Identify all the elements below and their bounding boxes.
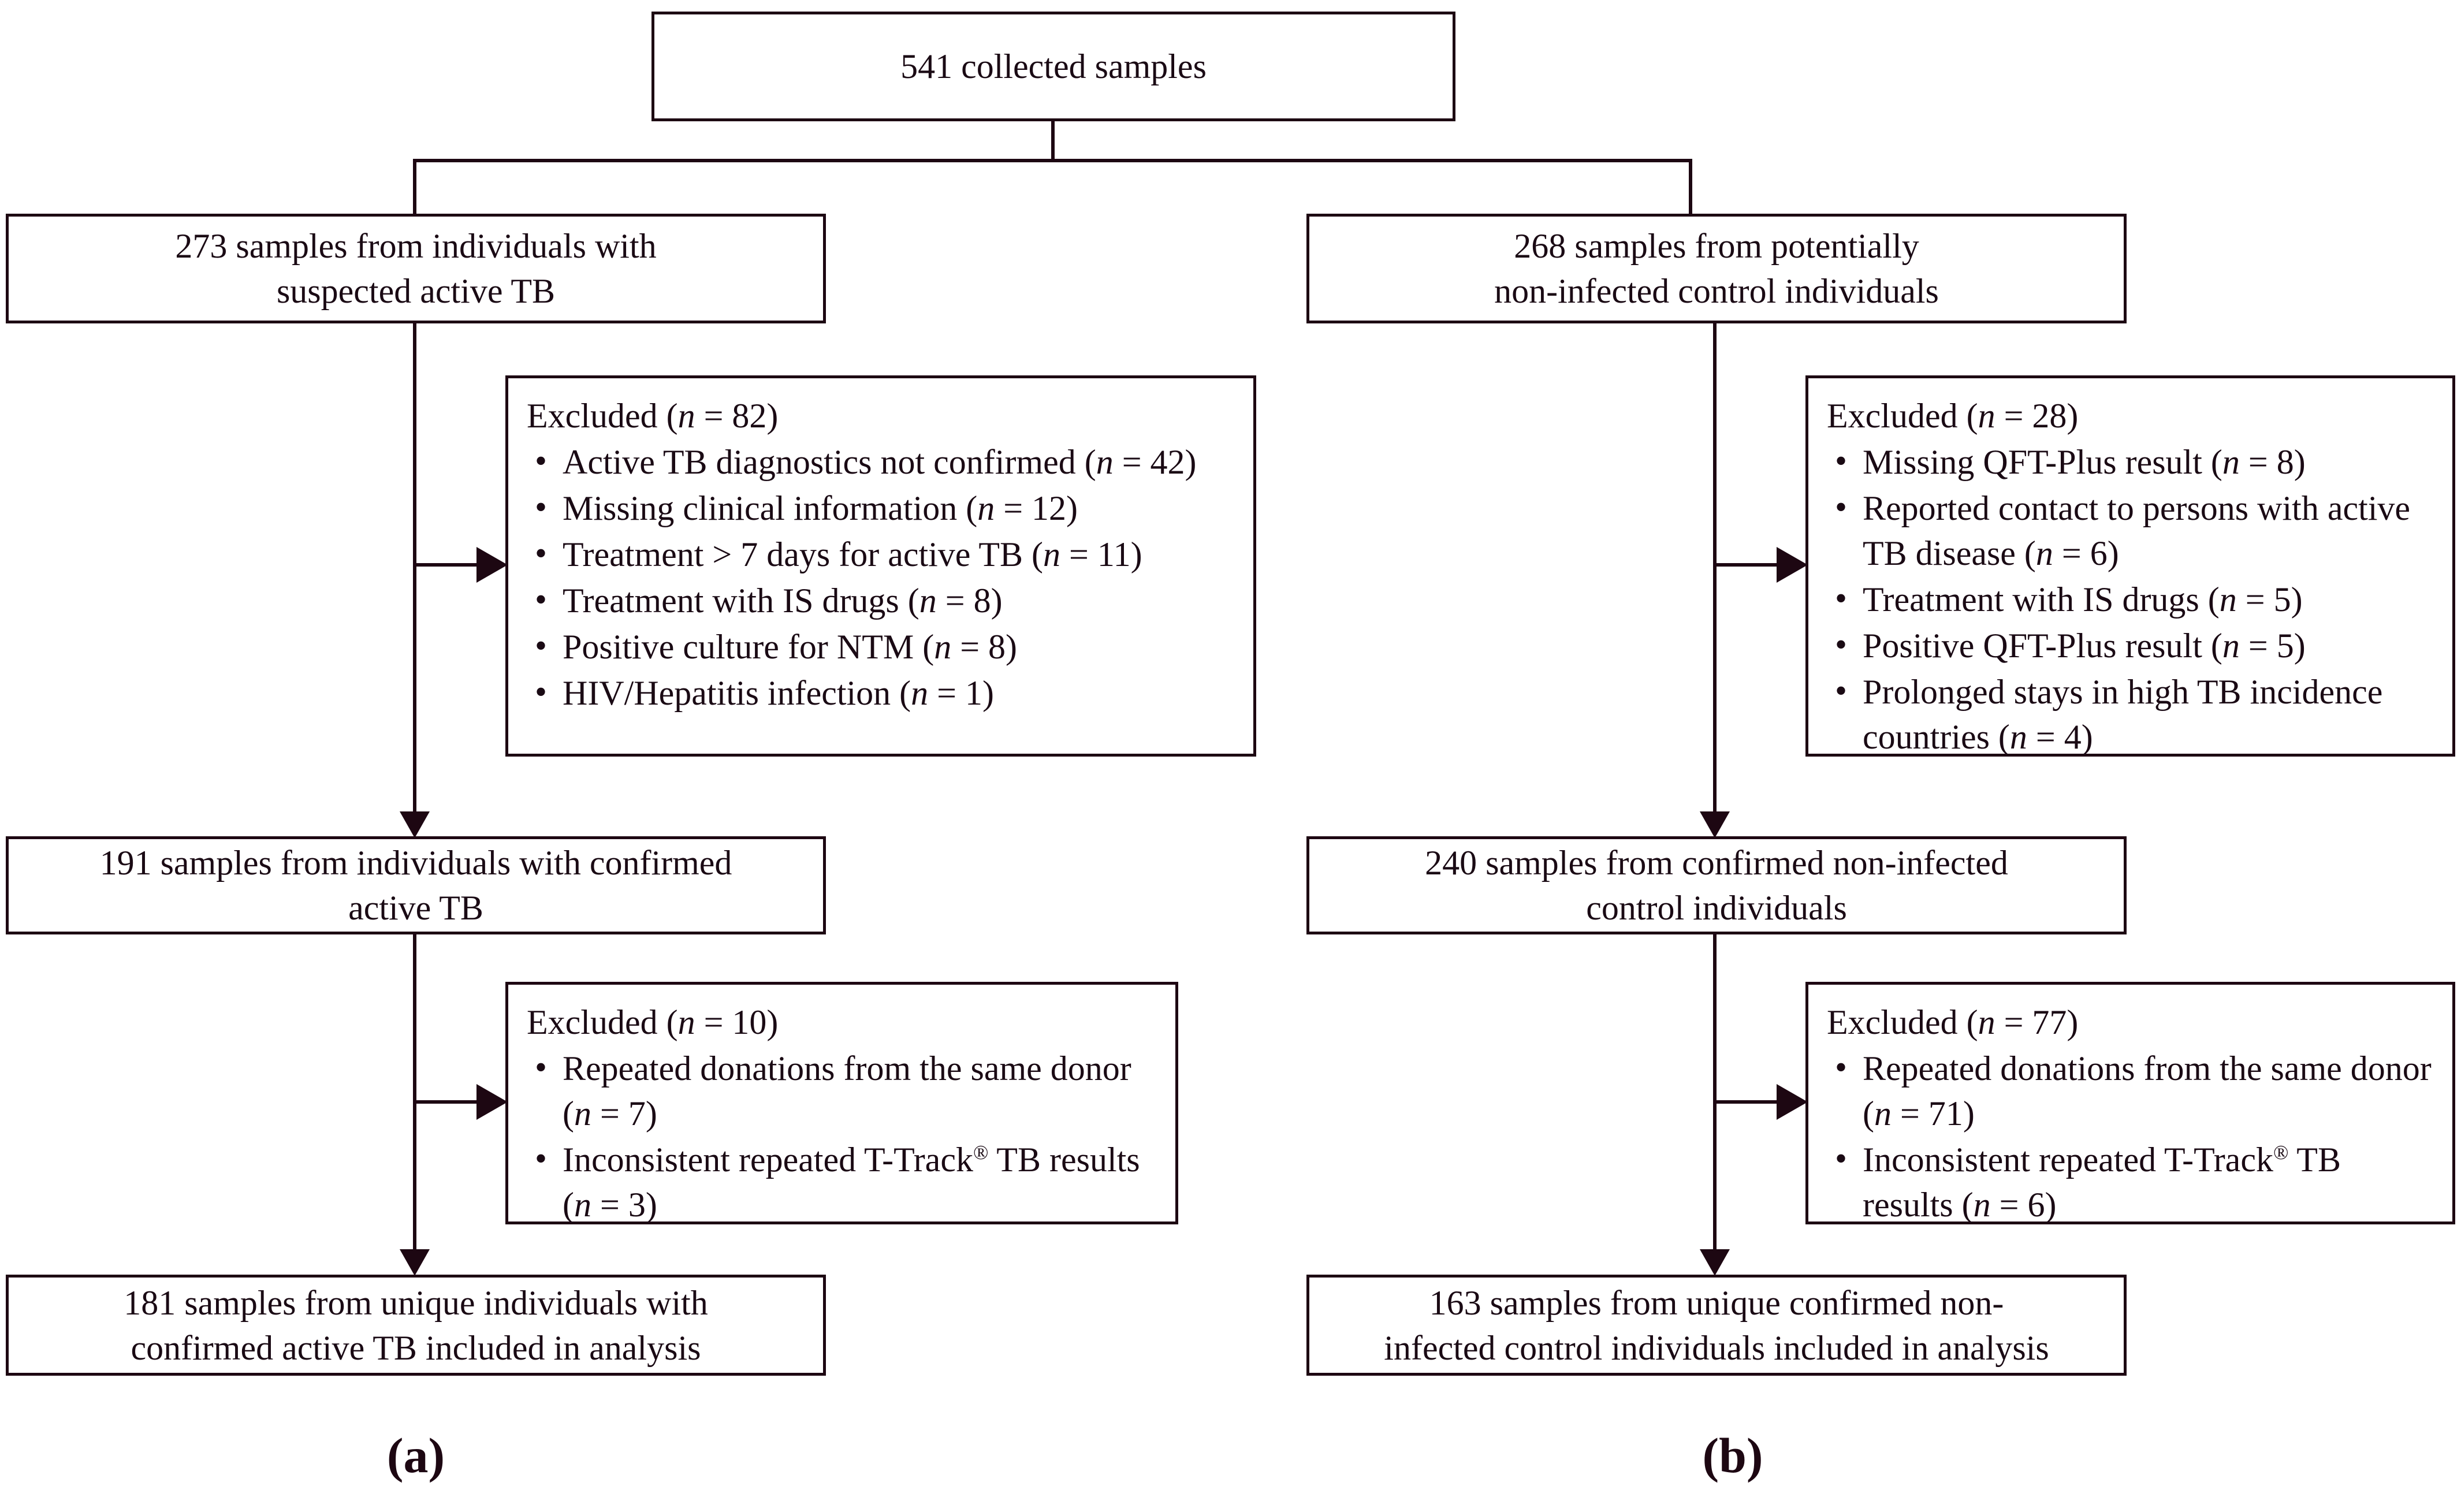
node-root-label: 541 collected samples	[900, 47, 1207, 85]
exclusion-b2-item-1: •Inconsistent repeated T-Track® TB resul…	[1827, 1137, 2437, 1227]
connector-b-excl1-stem	[1713, 563, 1781, 567]
exclusion-b1-item-0: •Missing QFT-Plus result (n = 8)	[1827, 440, 2437, 485]
exclusion-b1-item-1: •Reported contact to persons with active…	[1827, 486, 2437, 576]
exclusion-a1-item-5: •HIV/Hepatitis infection (n = 1)	[527, 671, 1238, 716]
exclusion-box-b-1: Excluded (n = 28) •Missing QFT-Plus resu…	[1805, 375, 2455, 757]
registered-trademark-icon: ®	[2273, 1141, 2289, 1164]
exclusion-a1-item-4: •Positive culture for NTM (n = 8)	[527, 624, 1238, 669]
arrow-a-right-2	[476, 1084, 508, 1120]
exclusion-b2-heading: Excluded (n = 77)	[1827, 1003, 2079, 1041]
connector-branch-right-down	[1689, 159, 1692, 217]
connector-root-down	[1051, 121, 1055, 162]
node-a-level3-included-in-analysis: 181 samples from unique individuals with…	[6, 1275, 826, 1376]
exclusion-a1-heading: Excluded (n = 82)	[527, 397, 779, 435]
arrow-b-down-1	[1700, 811, 1730, 838]
bullet-icon: •	[1835, 672, 1848, 710]
connector-a-spine-1	[413, 323, 416, 826]
node-b-level2-confirmed-non-infected: 240 samples from confirmed non-infected …	[1306, 836, 2127, 934]
exclusion-b1-heading: Excluded (n = 28)	[1827, 397, 2079, 435]
bullet-icon: •	[1835, 442, 1848, 480]
exclusion-a2-list: •Repeated donations from the same donor …	[527, 1046, 1160, 1227]
exclusion-box-a-1: Excluded (n = 82) •Active TB diagnostics…	[505, 375, 1256, 757]
connector-b-spine-2	[1713, 934, 1717, 1264]
bullet-icon: •	[535, 488, 548, 526]
bullet-icon: •	[535, 1048, 548, 1086]
node-a-level3-line1: 181 samples from unique individuals with	[124, 1283, 708, 1322]
node-a-level2-line2: active TB	[348, 889, 483, 927]
exclusion-a2-item-1: •Inconsistent repeated T-Track® TB resul…	[527, 1137, 1160, 1227]
bullet-icon: •	[535, 673, 548, 711]
arrow-a-down-2	[400, 1249, 430, 1276]
exclusion-b1-item-3: •Positive QFT-Plus result (n = 5)	[1827, 623, 2437, 668]
bullet-icon: •	[535, 1139, 548, 1178]
bullet-icon: •	[535, 580, 548, 619]
node-b-level1-line1: 268 samples from potentially	[1514, 227, 1919, 265]
bullet-icon: •	[1835, 579, 1848, 617]
exclusion-b2-item-0: •Repeated donations from the same donor …	[1827, 1046, 2437, 1136]
exclusion-b1-item-2: •Treatment with IS drugs (n = 5)	[1827, 577, 2437, 622]
exclusion-a1-list: •Active TB diagnostics not confirmed (n …	[527, 440, 1238, 716]
bullet-icon: •	[1835, 1048, 1848, 1086]
arrow-b-right-1	[1777, 547, 1808, 583]
node-a-level3-line2: confirmed active TB included in analysis	[131, 1328, 701, 1367]
arrow-b-right-2	[1777, 1084, 1808, 1120]
node-b-level3-included-in-analysis: 163 samples from unique confirmed non- i…	[1306, 1275, 2127, 1376]
exclusion-box-a-2: Excluded (n = 10) •Repeated donations fr…	[505, 982, 1178, 1224]
arrow-b-down-2	[1700, 1249, 1730, 1276]
connector-a-excl2-stem	[413, 1100, 481, 1104]
node-a-level1-line2: suspected active TB	[276, 272, 556, 310]
connector-a-excl1-stem	[413, 563, 481, 567]
bullet-icon: •	[1835, 625, 1848, 664]
node-a-level1-line1: 273 samples from individuals with	[175, 227, 657, 265]
connector-b-excl2-stem	[1713, 1100, 1781, 1104]
arrow-a-down-1	[400, 811, 430, 838]
node-b-level3-line1: 163 samples from unique confirmed non-	[1429, 1283, 2004, 1322]
exclusion-box-b-2: Excluded (n = 77) •Repeated donations fr…	[1805, 982, 2455, 1224]
connector-b-spine-1	[1713, 323, 1717, 826]
panel-label-a: (a)	[386, 1428, 445, 1483]
registered-trademark-icon: ®	[973, 1141, 989, 1164]
node-b-level2-line2: control individuals	[1586, 889, 1847, 927]
node-b-level2-line1: 240 samples from confirmed non-infected	[1425, 844, 2008, 882]
exclusion-a2-item-0: •Repeated donations from the same donor …	[527, 1046, 1160, 1136]
exclusion-b1-list: •Missing QFT-Plus result (n = 8) •Report…	[1827, 440, 2437, 759]
node-b-level3-line2: infected control individuals included in…	[1384, 1328, 2049, 1367]
exclusion-a1-item-3: •Treatment with IS drugs (n = 8)	[527, 578, 1238, 623]
bullet-icon: •	[535, 442, 548, 480]
node-a-level1-suspected-active-tb: 273 samples from individuals with suspec…	[6, 214, 826, 323]
exclusion-a1-item-1: •Missing clinical information (n = 12)	[527, 486, 1238, 531]
node-a-level2-line1: 191 samples from individuals with confir…	[99, 844, 732, 882]
bullet-icon: •	[1835, 488, 1848, 526]
bullet-icon: •	[1835, 1139, 1848, 1178]
node-b-level1-line2: non-infected control individuals	[1494, 272, 1939, 310]
arrow-a-right-1	[476, 547, 508, 583]
exclusion-a1-item-0: •Active TB diagnostics not confirmed (n …	[527, 440, 1238, 485]
connector-a-spine-2	[413, 934, 416, 1264]
bullet-icon: •	[535, 627, 548, 665]
node-b-level1-potentially-non-infected: 268 samples from potentially non-infecte…	[1306, 214, 2127, 323]
exclusion-a1-item-2: •Treatment > 7 days for active TB (n = 1…	[527, 532, 1238, 577]
exclusion-b2-list: •Repeated donations from the same donor …	[1827, 1046, 2437, 1227]
connector-branch-bar	[413, 159, 1692, 162]
connector-branch-left-down	[413, 159, 416, 217]
exclusion-b1-item-4: •Prolonged stays in high TB incidence co…	[1827, 669, 2437, 759]
exclusion-a2-heading: Excluded (n = 10)	[527, 1003, 779, 1041]
bullet-icon: •	[535, 534, 548, 572]
node-root-collected-samples: 541 collected samples	[651, 12, 1455, 121]
panel-label-b: (b)	[1702, 1428, 1763, 1483]
node-a-level2-confirmed-active-tb: 191 samples from individuals with confir…	[6, 836, 826, 934]
